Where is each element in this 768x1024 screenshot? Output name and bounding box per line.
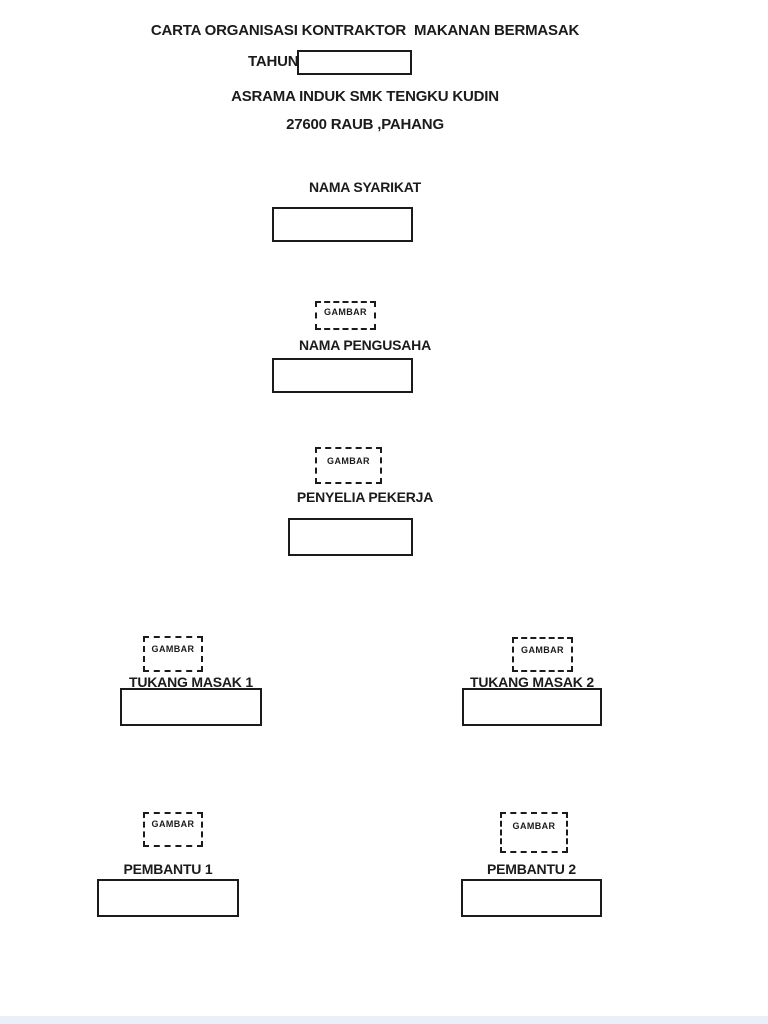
supervisor-label: PENYELIA PEKERJA <box>296 489 434 505</box>
cook2-label: TUKANG MASAK 2 <box>470 674 594 690</box>
cook1-label: TUKANG MASAK 1 <box>129 674 253 690</box>
company-value-box <box>272 207 413 242</box>
supervisor-value-box <box>288 518 413 556</box>
helper2-value-box <box>461 879 602 917</box>
owner-label: NAMA PENGUSAHA <box>298 337 432 353</box>
cook2-value-box <box>462 688 602 726</box>
address-line-1: ASRAMA INDUK SMK TENGKU KUDIN <box>231 88 499 105</box>
owner-photo-placeholder-box: GAMBAR <box>315 301 376 330</box>
helper2-photo-placeholder-box: GAMBAR <box>500 812 568 853</box>
helper1-photo-placeholder-box: GAMBAR <box>143 812 203 847</box>
document-title: CARTA ORGANISASI KONTRAKTOR MAKANAN BERM… <box>150 22 580 39</box>
helper1-value-box <box>97 879 239 917</box>
owner-value-box <box>272 358 413 393</box>
helper1-label: PEMBANTU 1 <box>123 861 213 877</box>
year-label: TAHUN <box>248 53 299 70</box>
helper2-label: PEMBANTU 2 <box>486 861 576 877</box>
cook1-photo-placeholder-box: GAMBAR <box>143 636 203 672</box>
supervisor-photo-placeholder-box: GAMBAR <box>315 447 382 484</box>
address-line-2: 27600 RAUB ,PAHANG <box>286 116 444 133</box>
year-value-box <box>297 50 412 75</box>
company-label: NAMA SYARIKAT <box>309 179 421 195</box>
cook2-photo-placeholder-box: GAMBAR <box>512 637 573 672</box>
page-bottom-strip <box>0 1016 768 1024</box>
cook1-value-box <box>120 688 262 726</box>
